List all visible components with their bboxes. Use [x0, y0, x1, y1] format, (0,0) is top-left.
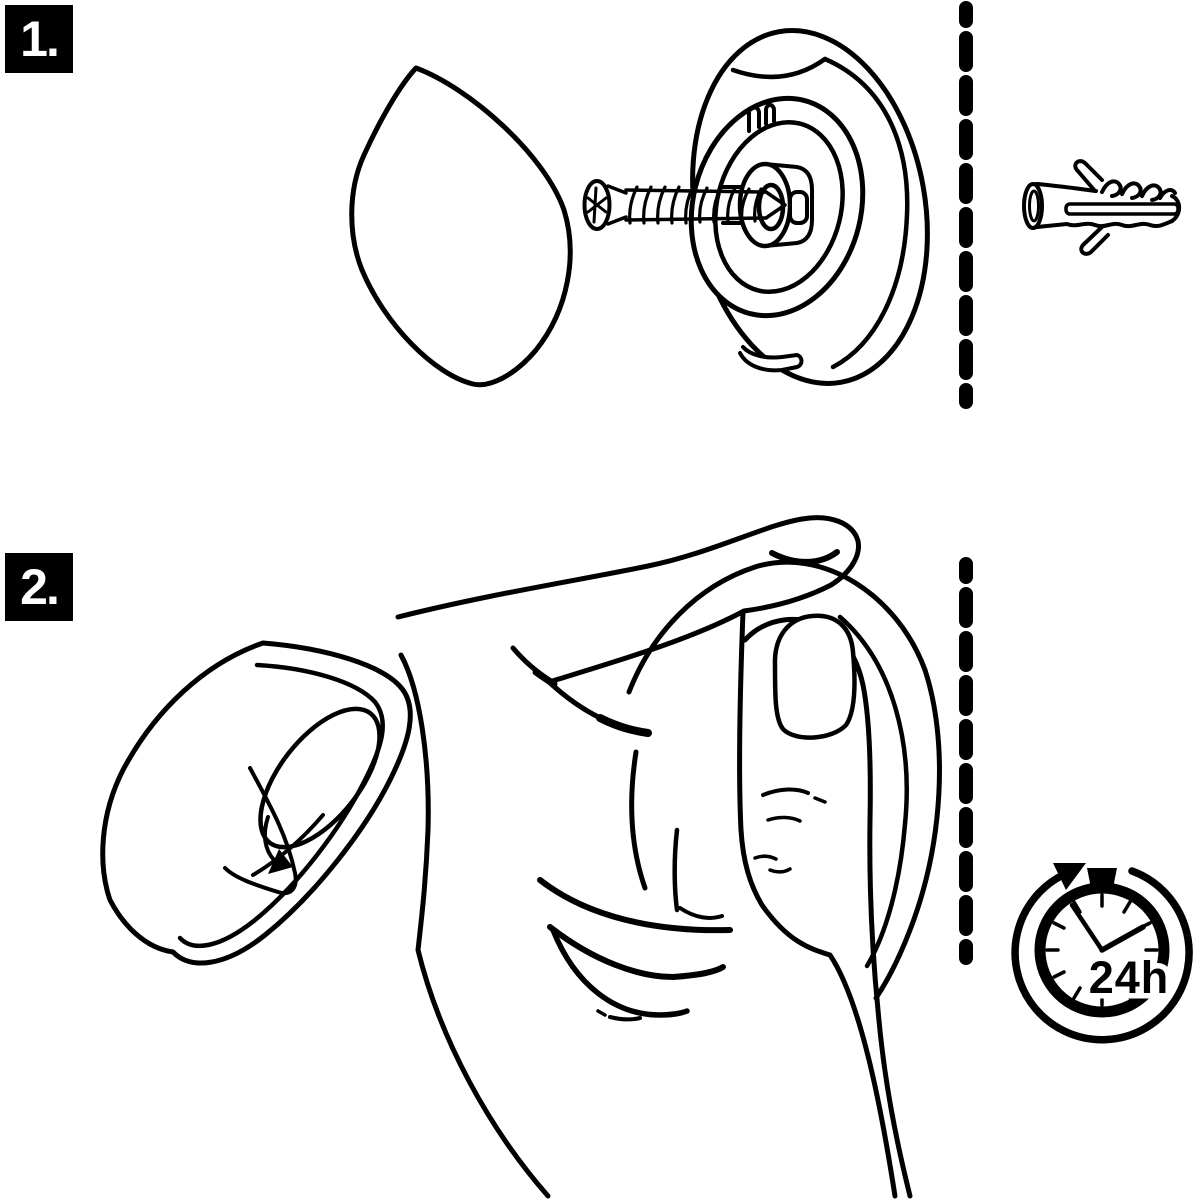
wall-bracket-icon	[688, 28, 930, 386]
cover-rotation-icon	[100, 640, 413, 966]
screw-icon	[582, 179, 787, 231]
stopwatch-button	[1087, 868, 1117, 888]
step-2-number: 2.	[20, 559, 60, 615]
rotation-arrow-ring-icon	[1011, 867, 1193, 1044]
index-fingernail	[769, 549, 840, 565]
rotation-arrow-icon	[262, 815, 293, 874]
step-1-badge: 1.	[5, 5, 73, 73]
step-2-badge: 2.	[5, 553, 73, 621]
thumbnail	[772, 613, 857, 740]
rotation-arrowhead-icon	[1053, 863, 1086, 890]
wall-anchor-icon	[1022, 159, 1182, 256]
cover-cap-icon	[349, 65, 573, 388]
hand-twisting-cover-icon	[395, 515, 942, 1199]
timer-label: 24h	[1089, 952, 1170, 1003]
clock-hands	[1069, 902, 1146, 953]
step-1-number: 1.	[20, 11, 60, 67]
timer-24h-icon: 24h	[1011, 863, 1193, 1044]
phillips-slot-icon	[586, 186, 608, 224]
